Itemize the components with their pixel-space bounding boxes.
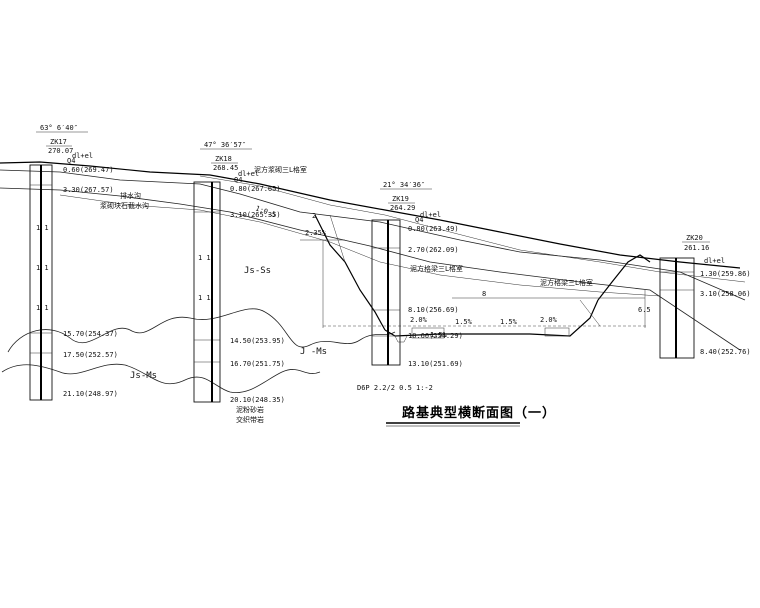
zk18-elev: 268.45	[213, 164, 238, 172]
zk18-layer-3: 16.70(251.75)	[230, 360, 285, 368]
zk17-layer-0: 0.60(269.47)	[63, 166, 114, 174]
dim-label-2: 1.5%	[500, 318, 518, 326]
svg-text:1 1: 1 1	[36, 304, 49, 312]
borehole-zk18: 1 1 1 1	[193, 181, 221, 403]
rock-label-3: Js-Ms	[130, 371, 157, 381]
road-design-section	[300, 214, 651, 343]
ground-surface-line	[0, 161, 741, 269]
pavement-box-left	[411, 327, 445, 339]
zk17-note-1: 浆砌块石截水沟	[100, 201, 149, 210]
zk19-layer-1: 2.70(262.09)	[408, 246, 459, 254]
drawing-title: 路基典型横断面图（一）	[402, 405, 556, 421]
borehole-zk17: 1 1 1 1 1 1	[29, 164, 53, 401]
svg-text:1 1: 1 1	[36, 224, 49, 232]
zk18-q4: Q4	[234, 176, 242, 184]
zk17-layer-1: 3.30(267.57)	[63, 186, 114, 194]
layer-line-4	[199, 175, 746, 283]
zk17-elev: 270.07	[48, 147, 73, 155]
zk19-name: ZK19	[392, 195, 409, 203]
zk17-layer-4: 21.10(248.97)	[63, 390, 118, 398]
zk18-dl-el: dl+el	[238, 170, 259, 178]
drain-ditch	[394, 335, 408, 343]
slope-hatch	[579, 299, 601, 327]
slope-hatch-2	[329, 214, 346, 263]
zk18-layer-0: 0.80(267.65)	[230, 185, 281, 193]
svg-text:1 1: 1 1	[198, 254, 211, 262]
slope-note: D6P 2.2/2 0.5 1:-2	[357, 384, 433, 392]
subgrade-line	[384, 299, 599, 337]
borehole-zk20	[659, 257, 695, 359]
zk19-layer-4: 13.10(251.69)	[408, 360, 463, 368]
zk20-layer-1: 3.10(258.06)	[700, 290, 751, 298]
dim-label-4: 2.0%	[540, 316, 558, 324]
zk20-name: ZK20	[686, 234, 703, 242]
rock-label-1: Js-Ss	[244, 266, 271, 276]
layer-line-2	[0, 187, 741, 351]
zk20-dl-el: dl+el	[704, 257, 725, 265]
zk20-layer-2: 8.40(252.76)	[700, 348, 751, 356]
zk17-dl-el: dl+el	[72, 152, 93, 160]
zk18-layer-1: 3.10(265.35)	[230, 211, 281, 219]
dim-label-7: 2	[312, 212, 316, 220]
cut-slope-right	[597, 254, 651, 301]
zk18-layer-2: 14.50(253.95)	[230, 337, 285, 345]
zk19-elev: 264.29	[390, 204, 415, 212]
dim-label-3: 2.0%	[410, 316, 428, 324]
zk18-note-0: 泥方浆砌三L格室	[254, 165, 307, 174]
zk18-name: ZK18	[215, 155, 232, 163]
dim-label-8: 6.5	[638, 306, 651, 314]
dim-label-0: 2.35%	[305, 229, 327, 237]
zk20-layer-0: 1.30(259.86)	[700, 270, 751, 278]
zk20-elev: 261.16	[684, 244, 709, 252]
dim-label-6: 8	[482, 290, 486, 298]
rock-boundary-curve-lower	[1, 363, 321, 394]
zk19-layer-0: 0.80(263.49)	[408, 225, 459, 233]
pavement-box-right	[544, 327, 570, 337]
zk17-angle: 63° 6′40″	[40, 124, 78, 132]
layer-line-3	[59, 194, 661, 297]
ground-profile	[0, 161, 746, 351]
svg-text:1 1: 1 1	[198, 294, 211, 302]
zk17-name: ZK17	[50, 138, 67, 146]
borehole-zk19	[371, 219, 401, 366]
zk20-note-0: 泥方格梁三L格室	[540, 278, 593, 287]
zk19-note-0: 泥方格梁三L格室	[410, 264, 463, 273]
zk18-note-1: 泥粉砂岩	[236, 405, 264, 414]
zk19-dl-el: dl+el	[420, 211, 441, 219]
zk19-layer-3: 10.60(254.29)	[408, 332, 463, 340]
zk17-layer-2: 15.70(254.37)	[63, 330, 118, 338]
zk19-q4: Q4	[415, 216, 423, 224]
zk17-q4: Q4	[67, 157, 75, 165]
svg-text:1 1: 1 1	[36, 264, 49, 272]
zk18-layer-4: 20.10(248.35)	[230, 396, 285, 404]
zk18-note-2: 交织带岩	[236, 415, 264, 424]
zk17-note-0: 排水沟	[120, 191, 141, 200]
dim-label-5: 1.5%	[430, 331, 448, 339]
dim-label-1: 1.5%	[455, 318, 473, 326]
rock-label-2: J -Ms	[300, 347, 327, 357]
layer-line-1	[0, 169, 746, 301]
zk19-angle: 21° 34′36″	[383, 181, 425, 189]
zk17-layer-3: 17.50(252.57)	[63, 351, 118, 359]
zk19-layer-2: 8.10(256.69)	[408, 306, 459, 314]
zk18-angle: 47° 36′57″	[204, 141, 246, 149]
